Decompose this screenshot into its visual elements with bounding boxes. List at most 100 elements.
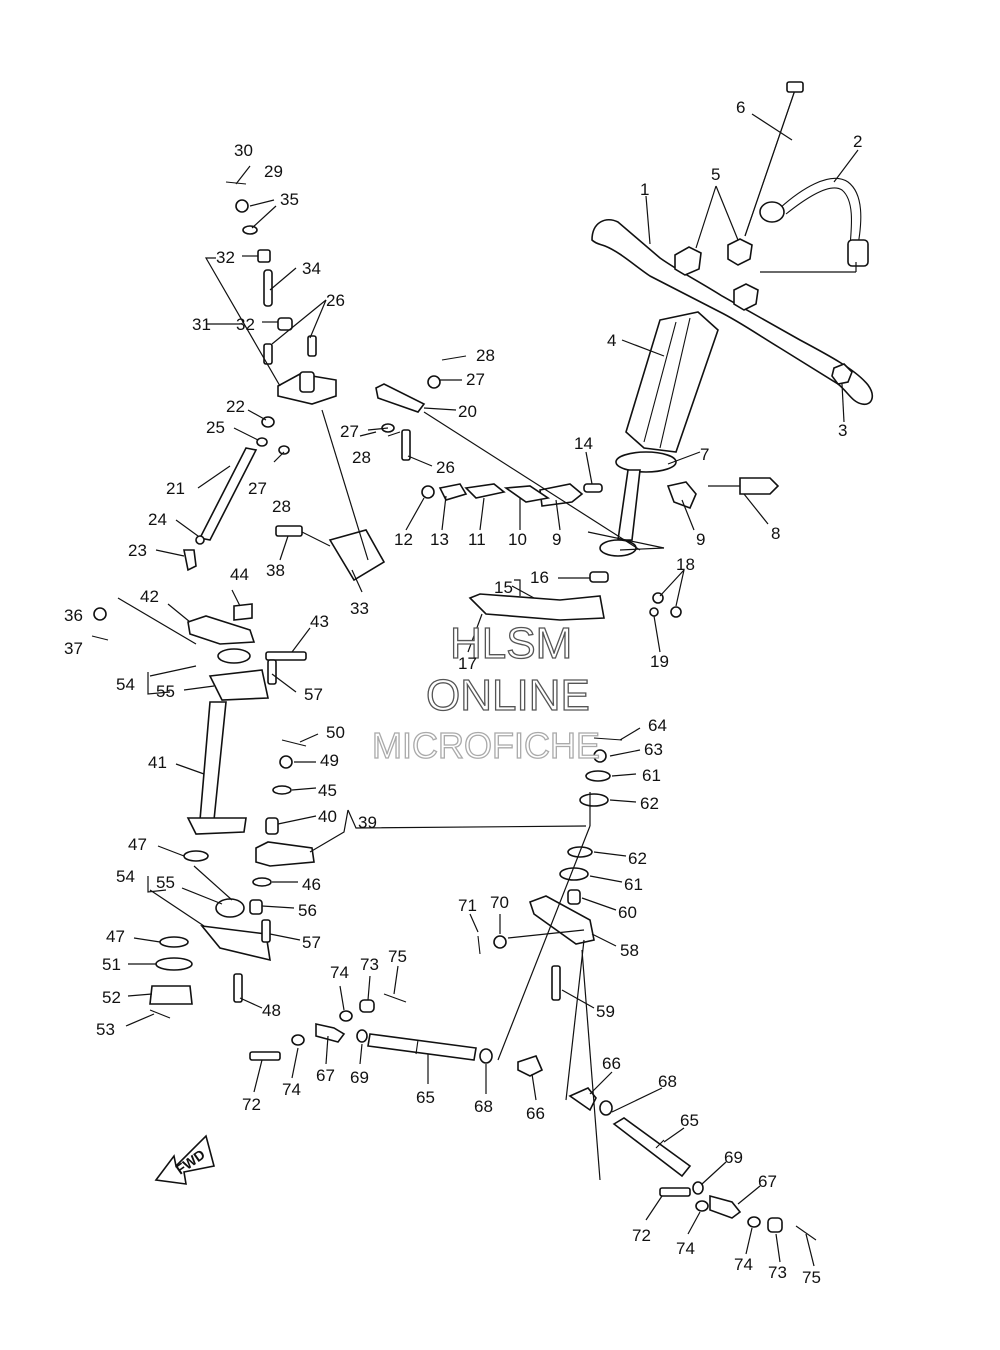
callout-25: 25 bbox=[206, 418, 225, 437]
link-arm-9-right bbox=[666, 481, 697, 510]
callout-74-upper: 74 bbox=[330, 963, 349, 982]
callout-31: 31 bbox=[192, 315, 211, 334]
callout-59: 59 bbox=[596, 1002, 615, 1021]
callout-40: 40 bbox=[318, 807, 337, 826]
steering-arm-42 bbox=[187, 615, 256, 645]
callout-47-upper: 47 bbox=[128, 835, 147, 854]
watermark-line-2: ONLINE bbox=[426, 671, 590, 720]
callout-26-lower: 26 bbox=[436, 458, 455, 477]
washer-27-small bbox=[278, 445, 290, 455]
callout-66-right: 66 bbox=[602, 1054, 621, 1073]
callout-67-left: 67 bbox=[316, 1066, 335, 1085]
callout-74-right: 74 bbox=[676, 1239, 695, 1258]
callout-8: 8 bbox=[771, 524, 780, 543]
pin-71 bbox=[477, 935, 481, 955]
callout-9-right: 9 bbox=[696, 530, 705, 549]
callout-labels: 1 2 3 4 5 6 7 8 9 9 10 11 12 13 14 15 16… bbox=[64, 98, 862, 1287]
nut-52 bbox=[149, 985, 193, 1005]
link-13 bbox=[438, 483, 468, 501]
callout-15: 15 bbox=[494, 578, 513, 597]
callout-56: 56 bbox=[298, 901, 317, 920]
callout-68-left: 68 bbox=[474, 1097, 493, 1116]
callout-49: 49 bbox=[320, 751, 339, 770]
washer-74-upper bbox=[339, 1010, 353, 1022]
callout-37: 37 bbox=[64, 639, 83, 658]
pin-53 bbox=[149, 1009, 171, 1019]
callout-65-right: 65 bbox=[680, 1111, 699, 1130]
callout-53: 53 bbox=[96, 1020, 115, 1039]
callout-52: 52 bbox=[102, 988, 121, 1007]
washer-46 bbox=[252, 877, 272, 887]
center-link-group bbox=[249, 739, 315, 915]
callout-68-right: 68 bbox=[658, 1072, 677, 1091]
nut-73-left bbox=[359, 999, 375, 1013]
nut-24 bbox=[195, 535, 205, 545]
washer-45 bbox=[272, 785, 292, 795]
callout-45: 45 bbox=[318, 781, 337, 800]
washer-47-upper bbox=[183, 850, 209, 862]
pin-64 bbox=[593, 737, 623, 741]
bushing-32-bottom bbox=[277, 317, 293, 331]
callout-6: 6 bbox=[736, 98, 745, 117]
rod-end-23 bbox=[183, 549, 197, 572]
callout-28-small: 28 bbox=[272, 497, 291, 516]
link-arm-9-left bbox=[539, 483, 584, 507]
callout-69-right: 69 bbox=[724, 1148, 743, 1167]
nut-27-upper bbox=[427, 375, 441, 389]
washer-74-right bbox=[747, 1216, 761, 1228]
callout-60: 60 bbox=[618, 903, 637, 922]
throttle-cable-2 bbox=[785, 187, 853, 247]
bolt-26-lower bbox=[401, 429, 411, 461]
throttle-cable bbox=[779, 177, 862, 246]
callout-55-upper: 55 bbox=[156, 682, 175, 701]
callout-74-far: 74 bbox=[734, 1255, 753, 1274]
collar-55 bbox=[208, 669, 269, 701]
callout-70: 70 bbox=[490, 893, 509, 912]
callout-3: 3 bbox=[838, 421, 847, 440]
link-11 bbox=[464, 483, 506, 499]
callout-54-upper: 54 bbox=[116, 675, 135, 694]
callout-27-upper: 27 bbox=[466, 370, 485, 389]
bolt-48 bbox=[233, 973, 243, 1003]
bolt-59 bbox=[551, 965, 561, 1001]
callout-72-right: 72 bbox=[632, 1226, 651, 1245]
nut-25 bbox=[256, 437, 268, 447]
washer-74-left bbox=[291, 1034, 305, 1046]
bracket-8 bbox=[739, 477, 780, 495]
pin-75-right bbox=[795, 1225, 817, 1241]
washer-35 bbox=[242, 225, 258, 235]
callout-73-right: 73 bbox=[768, 1263, 787, 1282]
callout-72-left: 72 bbox=[242, 1095, 261, 1114]
callout-24: 24 bbox=[148, 510, 167, 529]
callout-10: 10 bbox=[508, 530, 527, 549]
callout-46: 46 bbox=[302, 875, 321, 894]
washer-61-lower bbox=[559, 867, 589, 881]
callout-22: 22 bbox=[226, 397, 245, 416]
nut-36 bbox=[93, 607, 107, 621]
callout-28-upper: 28 bbox=[476, 346, 495, 365]
washer-47-lower bbox=[159, 936, 189, 948]
callout-54-lower: 54 bbox=[116, 867, 135, 886]
callout-71: 71 bbox=[458, 896, 477, 915]
handlebar-bolt bbox=[831, 363, 853, 385]
callout-50: 50 bbox=[326, 723, 345, 742]
arm-39 bbox=[255, 841, 315, 867]
callout-61-upper: 61 bbox=[642, 766, 661, 785]
callout-64: 64 bbox=[648, 716, 667, 735]
seal-51 bbox=[155, 957, 193, 971]
fwd-arrow-icon bbox=[154, 1134, 215, 1185]
bolt-72-left bbox=[249, 1051, 281, 1061]
callout-14: 14 bbox=[574, 434, 593, 453]
arm-54-lower bbox=[200, 924, 271, 962]
bolt-57-upper bbox=[267, 659, 277, 685]
callout-12: 12 bbox=[394, 530, 413, 549]
callout-38: 38 bbox=[266, 561, 285, 580]
callout-30: 30 bbox=[234, 141, 253, 160]
callout-44: 44 bbox=[230, 565, 249, 584]
steering-shaft bbox=[199, 701, 227, 821]
callout-57-lower: 57 bbox=[302, 933, 321, 952]
nut-49 bbox=[279, 755, 293, 769]
callout-51: 51 bbox=[102, 955, 121, 974]
callout-36: 36 bbox=[64, 606, 83, 625]
